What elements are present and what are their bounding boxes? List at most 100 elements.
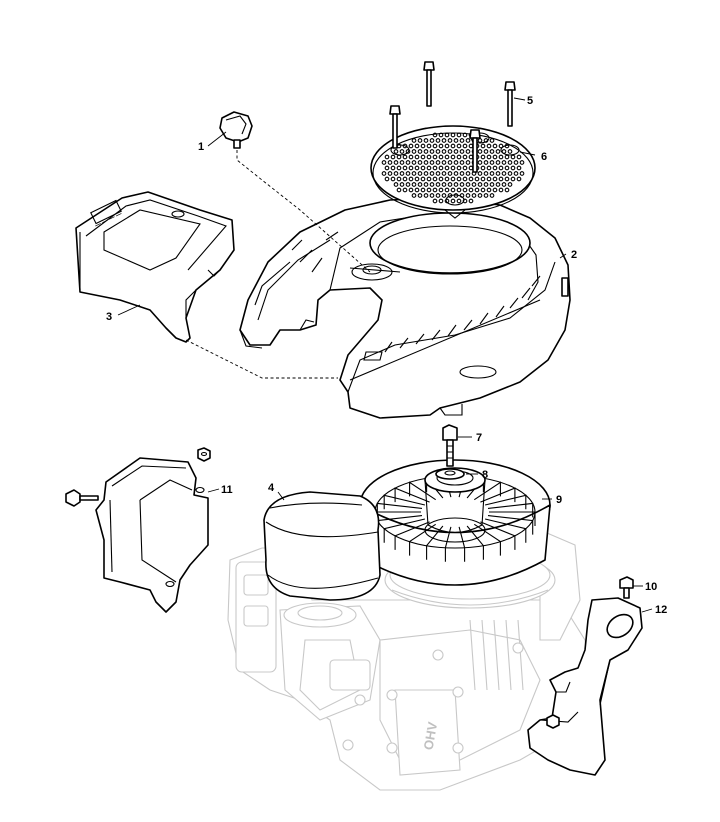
screen-hole xyxy=(423,193,429,198)
screen-hole xyxy=(429,182,435,187)
screen-hole xyxy=(426,176,432,182)
screen-hole xyxy=(480,187,486,193)
rear-shield xyxy=(527,597,643,776)
rear-shield-nut xyxy=(546,714,560,729)
screen-hole xyxy=(471,182,477,187)
screen-hole xyxy=(453,160,459,165)
screen-hole xyxy=(504,176,510,182)
screen-hole xyxy=(402,187,408,193)
screen-hole xyxy=(432,187,438,193)
screen-hole xyxy=(417,149,423,154)
screen-hole xyxy=(432,176,438,182)
screen-hole xyxy=(447,160,453,165)
screen-hole xyxy=(450,132,456,138)
flywheel-fin xyxy=(409,481,437,501)
screen-hole xyxy=(414,143,420,149)
screen-hole xyxy=(423,182,429,187)
callout-leader-lines xyxy=(117,97,653,613)
screen-hole xyxy=(390,165,396,171)
screen-hole xyxy=(435,193,441,198)
screen-hole xyxy=(405,171,411,176)
screen-hole xyxy=(393,160,399,165)
screen-hole xyxy=(462,176,468,182)
screen-hole xyxy=(429,193,435,198)
screen-hole xyxy=(492,165,498,171)
screen-hole xyxy=(417,182,423,187)
screen-hole xyxy=(501,182,507,187)
screen-hole xyxy=(387,160,393,165)
screen-hole xyxy=(405,149,411,154)
screen-hole xyxy=(501,160,507,165)
flywheel-fin xyxy=(473,523,501,556)
screen-hole xyxy=(438,165,444,171)
screen-hole xyxy=(426,143,432,149)
blower-cover: — — — — xyxy=(75,191,235,343)
screen-hole xyxy=(399,149,405,154)
screen-hole xyxy=(444,176,450,182)
flywheel-fin xyxy=(484,518,527,543)
screen-hole xyxy=(480,143,486,149)
screen-hole xyxy=(408,165,414,171)
screen-hole xyxy=(483,193,489,198)
screen-hole xyxy=(411,138,417,143)
side-shield xyxy=(95,457,209,613)
screen-hole xyxy=(393,171,399,176)
screen-hole xyxy=(420,154,426,160)
screen-hole xyxy=(441,171,447,176)
screen-hole xyxy=(411,160,417,165)
screen-hole xyxy=(450,154,456,160)
screen-hole xyxy=(465,160,471,165)
engine-block-background: OHV xyxy=(227,529,591,791)
screen-hole xyxy=(477,171,483,176)
screen-hole xyxy=(492,154,498,160)
screen-hole xyxy=(498,176,504,182)
screen-hole xyxy=(510,176,516,182)
screen-hole xyxy=(414,187,420,193)
screen-hole xyxy=(519,160,525,165)
screen-hole xyxy=(390,154,396,160)
screen-hole xyxy=(459,182,465,187)
screen-hole xyxy=(429,160,435,165)
screen-hole xyxy=(462,165,468,171)
screen-hole xyxy=(459,171,465,176)
screen-hole xyxy=(420,187,426,193)
screen-hole xyxy=(456,176,462,182)
blower-housing xyxy=(239,197,571,419)
screen-hole xyxy=(417,193,423,198)
flywheel-fin xyxy=(487,502,534,518)
screen-hole xyxy=(498,165,504,171)
screen-hole xyxy=(411,171,417,176)
screen-hole xyxy=(411,149,417,154)
screen-hole xyxy=(507,182,513,187)
screen-hole xyxy=(495,149,501,154)
screen-hole xyxy=(456,132,462,138)
screen-hole xyxy=(495,182,501,187)
screen-hole xyxy=(468,187,474,193)
callout-9: 9 xyxy=(556,494,562,506)
screen-hole xyxy=(465,193,471,198)
screen-hole xyxy=(432,154,438,160)
screen-hole xyxy=(504,165,510,171)
screen-hole xyxy=(450,187,456,193)
screen-hole xyxy=(444,154,450,160)
screen-hole xyxy=(408,143,414,149)
screen-hole xyxy=(456,198,462,204)
screen-hole xyxy=(423,149,429,154)
screen-hole xyxy=(486,176,492,182)
screen-hole xyxy=(483,160,489,165)
screen-hole xyxy=(444,143,450,149)
screen-hole xyxy=(426,165,432,171)
screen-hole xyxy=(489,138,495,143)
screen-hole xyxy=(435,171,441,176)
screen-hole xyxy=(384,154,390,160)
screen-hole xyxy=(396,187,402,193)
screen-hole xyxy=(414,165,420,171)
screen-hole xyxy=(435,149,441,154)
screen-hole xyxy=(396,165,402,171)
screen-hole xyxy=(501,171,507,176)
callout-11: 11 xyxy=(221,484,233,496)
flywheel-fin xyxy=(489,511,536,526)
screen-hole xyxy=(429,138,435,143)
screen-hole xyxy=(435,138,441,143)
